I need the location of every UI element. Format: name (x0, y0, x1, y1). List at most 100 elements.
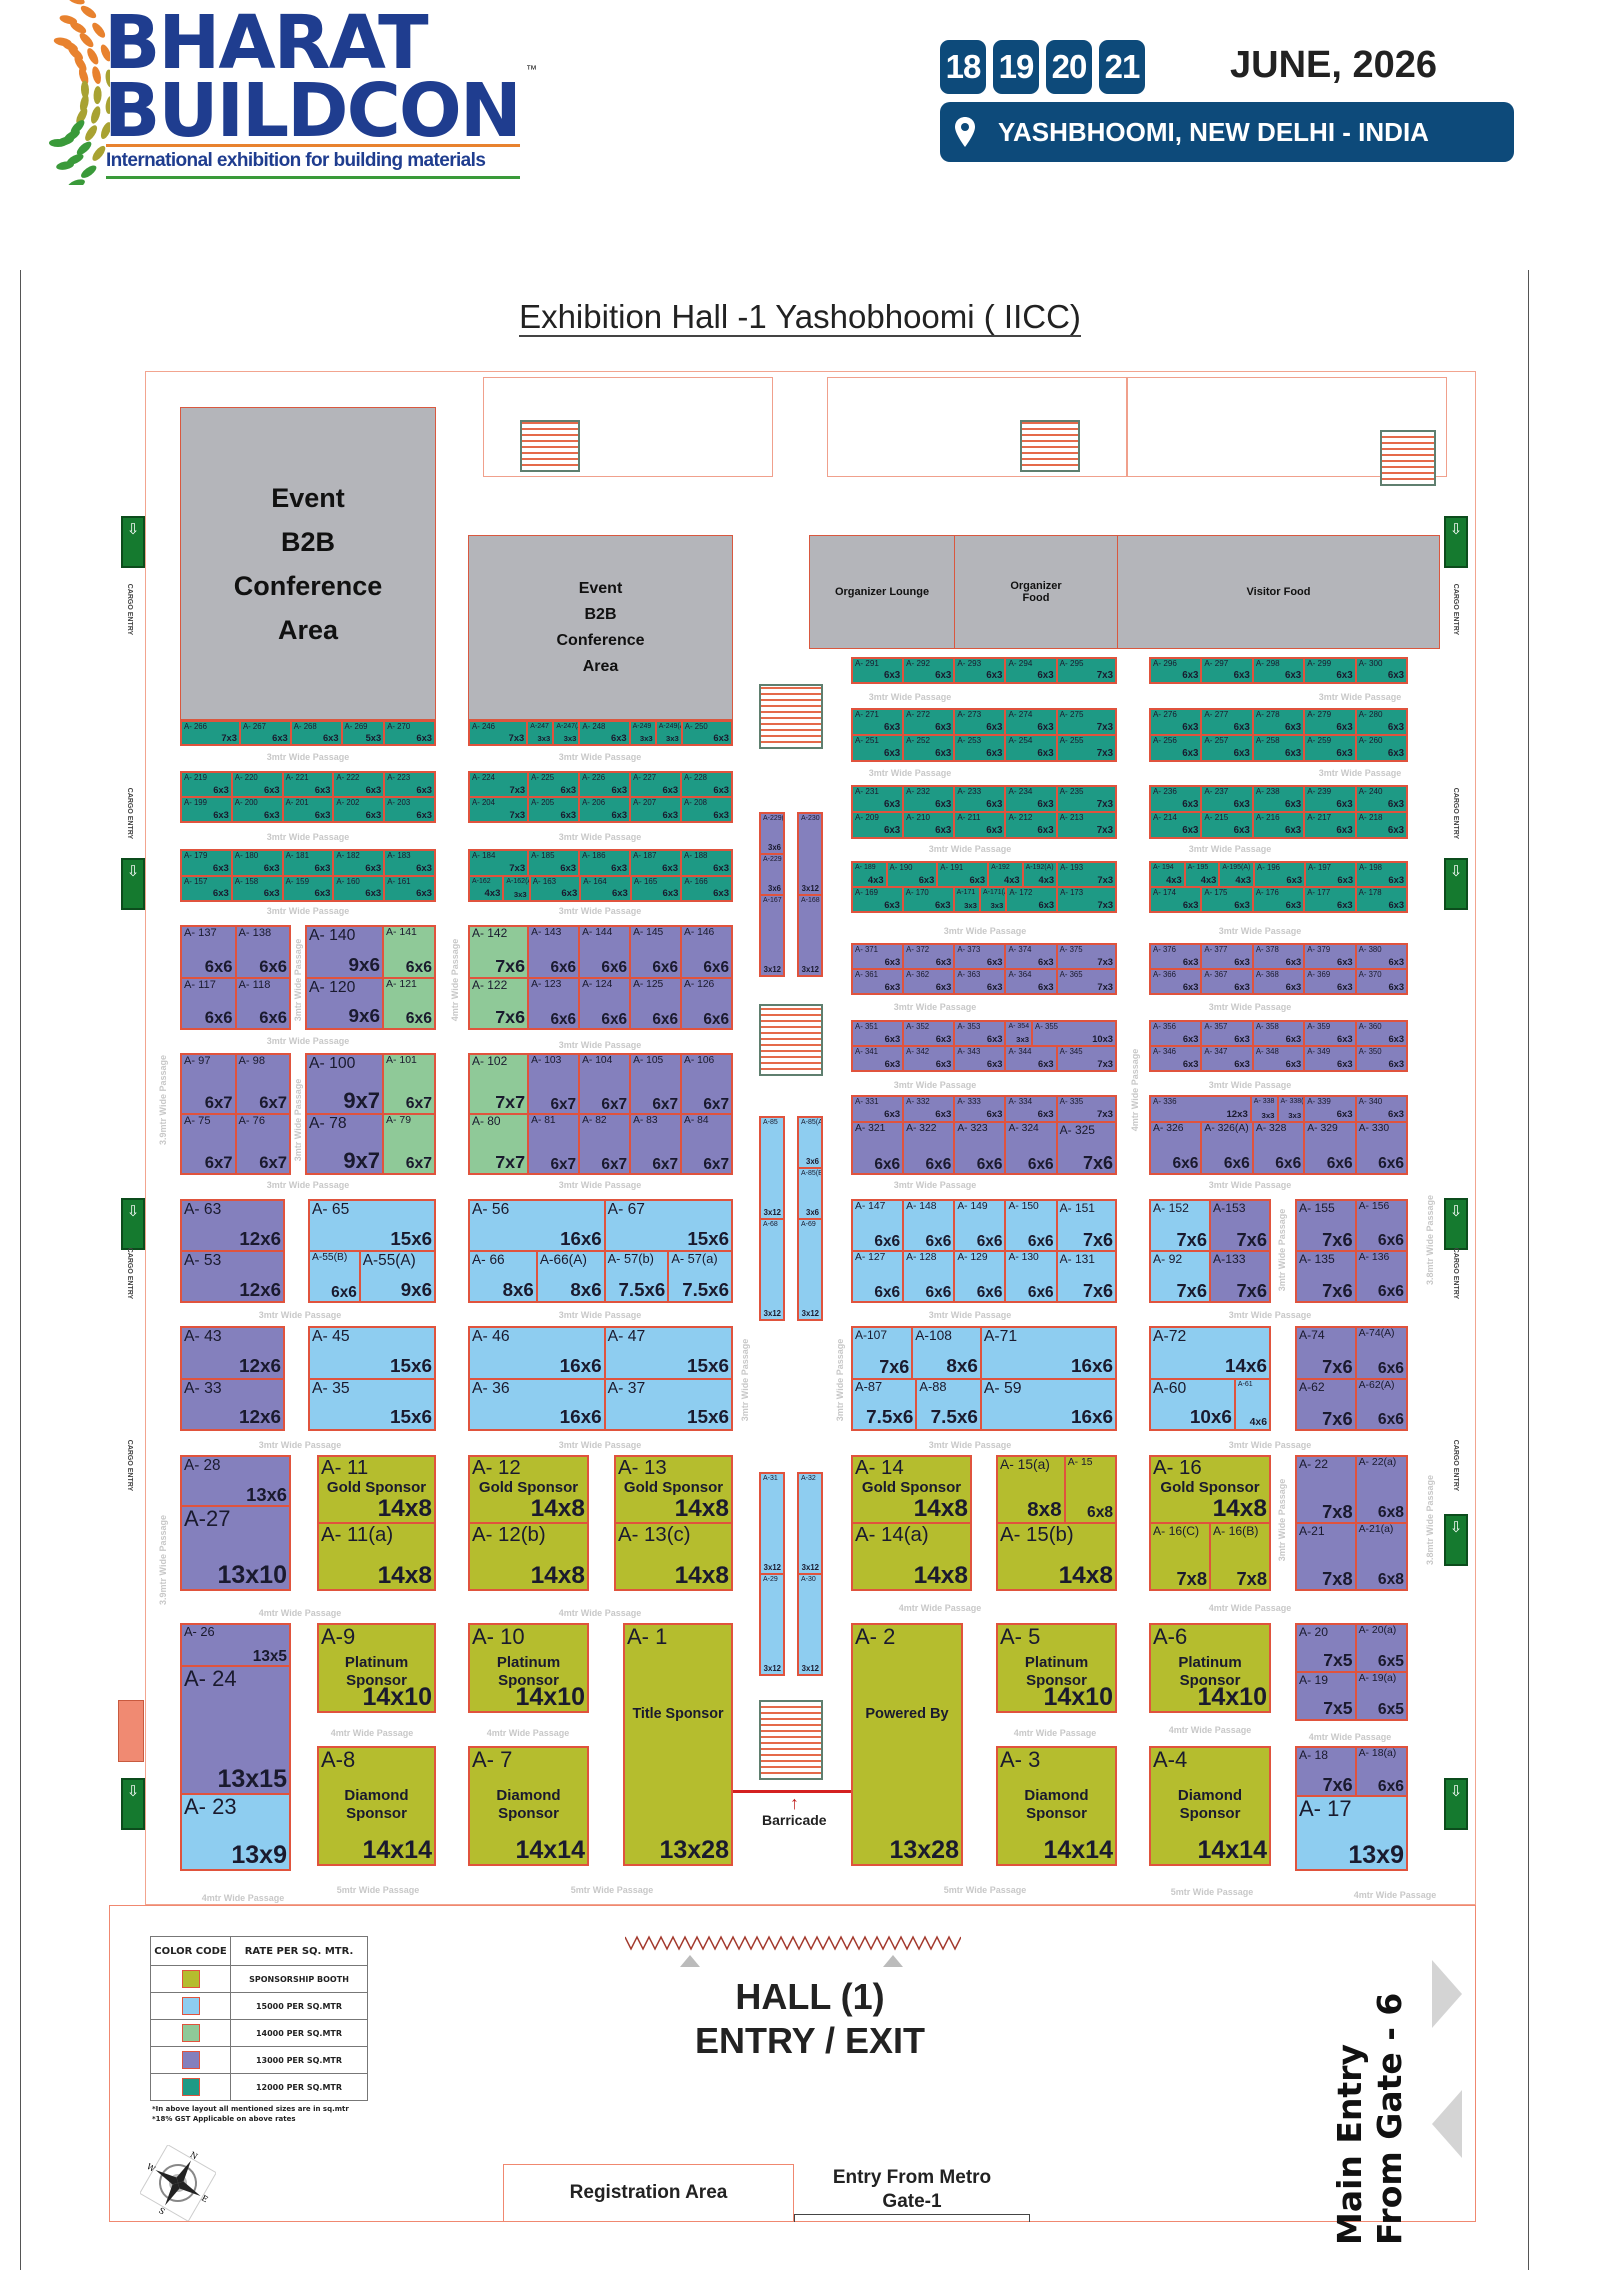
booth-a-195-a-[interactable]: A-195(A)4x3 (1219, 862, 1255, 887)
booth-a-85-a-[interactable]: A-85(A)3x6 (798, 1117, 822, 1168)
booth-a-74-a-[interactable]: A-74(A)6x6 (1355, 1327, 1407, 1379)
booth-a-192-a-[interactable]: A-192(A)4x3 (1022, 862, 1058, 887)
booth-a-57-a-[interactable]: A- 57(a)7.5x6 (668, 1251, 732, 1302)
booth-a-247-a-[interactable]: A-247(A)3x3 (553, 721, 580, 745)
booth-a-55-b-[interactable]: A-55(B)6x6 (309, 1251, 360, 1302)
booth-a-326-a-[interactable]: A- 326(A)6x6 (1201, 1122, 1253, 1174)
booth-a-12-b-[interactable]: A- 12(b)14x8 (469, 1523, 588, 1590)
